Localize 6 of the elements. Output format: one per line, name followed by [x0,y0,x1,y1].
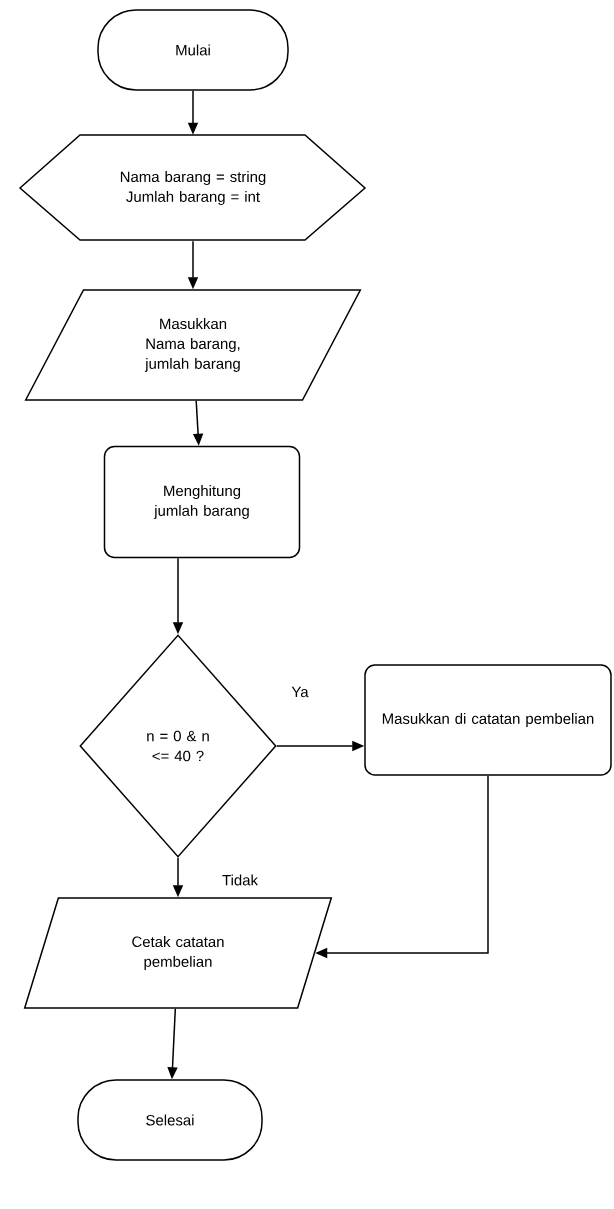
edge-label: Ya [290,685,310,699]
process-box: Masukkan di catatan pembelian [364,664,612,776]
process-box: Menghitung jumlah barang [103,445,301,559]
edge-label: Tidak [221,873,259,887]
input-output-parallelogram: Masukkan Nama barang, jumlah barang [24,289,362,401]
input-output-parallelogram: Cetak catatan pembelian [23,897,333,1009]
